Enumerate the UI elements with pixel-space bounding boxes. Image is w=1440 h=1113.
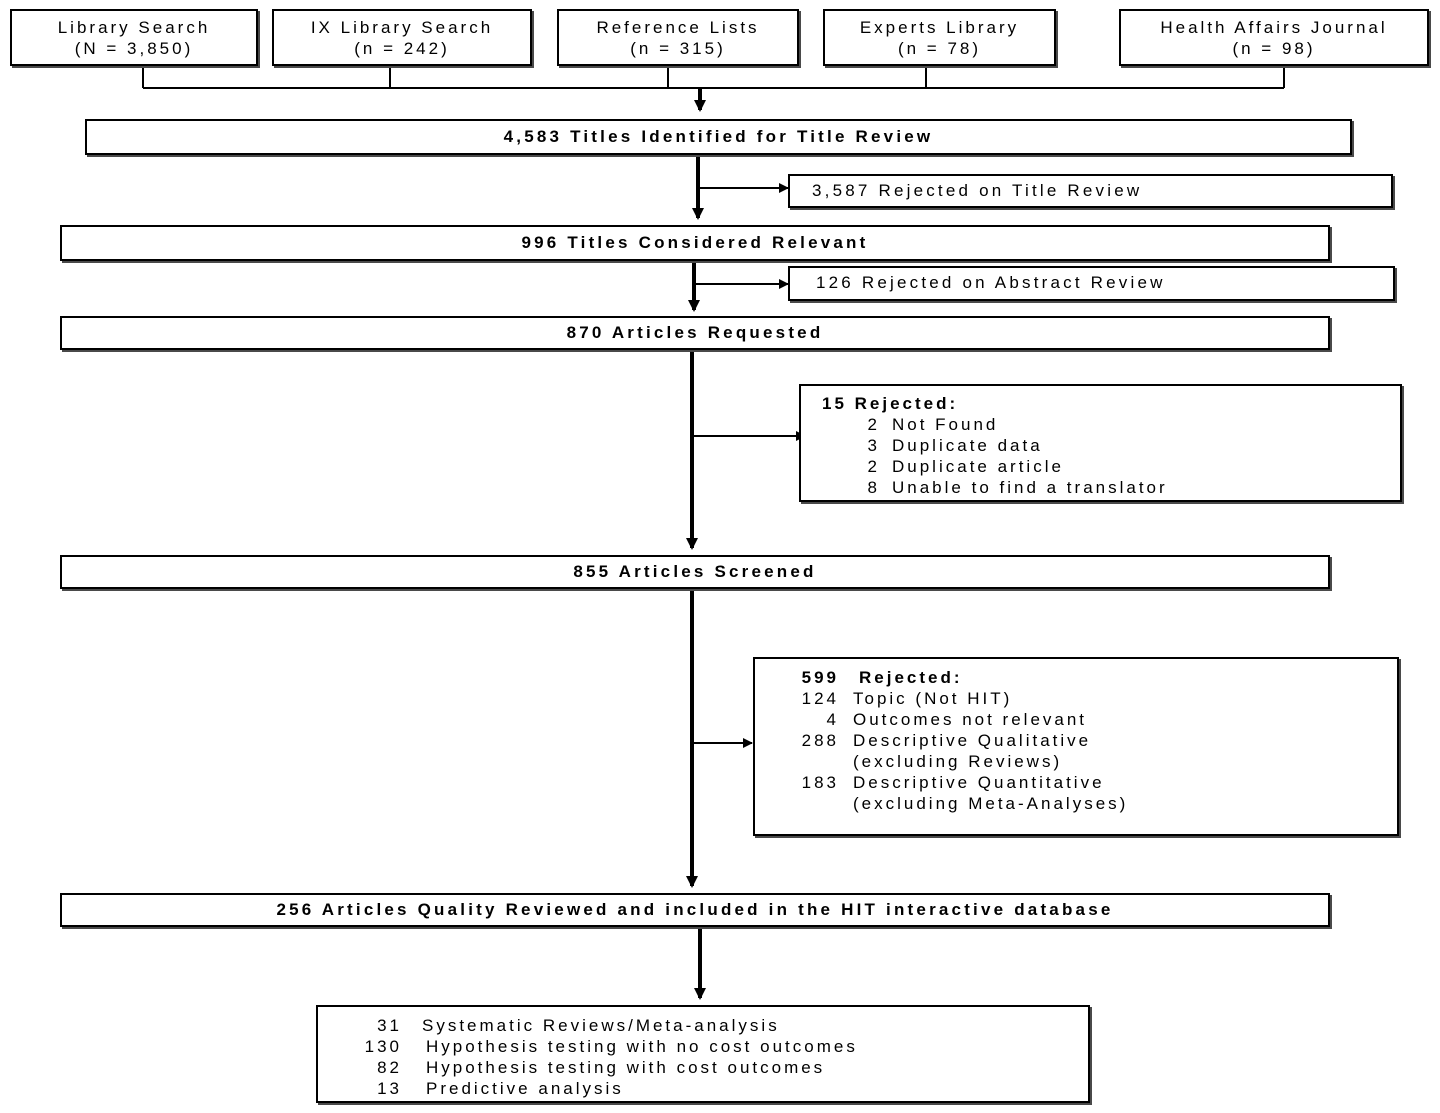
source-name: Health Affairs Journal — [1160, 18, 1388, 37]
step-relevant: 996 Titles Considered Relevant — [60, 225, 1330, 261]
reject-reason: Not Found — [892, 415, 999, 434]
source-count: (n = 78) — [897, 39, 982, 58]
rejected-screened-heading: 599 Rejected: — [755, 667, 1397, 688]
list-item: 31 Systematic Reviews/Meta-analysis — [318, 1015, 1088, 1036]
list-item: 82 Hypothesis testing with cost outcomes — [318, 1057, 1088, 1078]
reject-reason: Topic (Not HIT) — [853, 689, 1013, 708]
category-count: 31 — [377, 1016, 402, 1035]
reject-reason: Unable to find a translator — [892, 478, 1168, 497]
rejected-title-review: 3,587 Rejected on Title Review — [788, 174, 1393, 208]
reject-detail: (excluding Meta-Analyses) — [853, 794, 1129, 813]
source-reference-lists: Reference Lists (n = 315) — [557, 9, 799, 66]
step-screened: 855 Articles Screened — [60, 555, 1330, 589]
source-count: (n = 315) — [630, 39, 726, 58]
category-count: 13 — [377, 1079, 402, 1098]
list-item: 8 Unable to find a translator — [822, 477, 1400, 498]
list-item: 288 Descriptive Qualitative — [755, 730, 1397, 751]
source-count: (N = 3,850) — [74, 39, 194, 58]
reject-reason: Duplicate article — [892, 457, 1064, 476]
source-name: Experts Library — [859, 18, 1020, 37]
list-item: 4 Outcomes not relevant — [755, 709, 1397, 730]
reject-count: 288 — [801, 731, 839, 750]
reject-heading-label: Rejected: — [859, 668, 963, 687]
reject-reason: Descriptive Qualitative — [853, 731, 1092, 750]
step-included: 256 Articles Quality Reviewed and includ… — [60, 893, 1330, 927]
rejected-abstract-review: 126 Rejected on Abstract Review — [788, 266, 1395, 301]
list-item: 124 Topic (Not HIT) — [755, 688, 1397, 709]
reject-reason: Duplicate data — [892, 436, 1043, 455]
rejected-screened-box: 599 Rejected: 124 Topic (Not HIT) 4 Outcome… — [753, 657, 1399, 836]
reject-count: 8 — [867, 478, 880, 497]
category-label: Predictive analysis — [426, 1079, 624, 1098]
source-count: (n = 98) — [1232, 39, 1316, 58]
source-ix-library-search: IX Library Search (n = 242) — [272, 9, 532, 66]
category-count: 82 — [377, 1058, 402, 1077]
list-item: 13 Predictive analysis — [318, 1078, 1088, 1099]
reject-count: 183 — [801, 773, 839, 792]
list-item: 130 Hypothesis testing with no cost outco… — [318, 1036, 1088, 1057]
reject-count: 124 — [801, 689, 839, 708]
list-item-detail: (excluding Meta-Analyses) — [755, 793, 1397, 814]
list-item: 183 Descriptive Quantitative — [755, 772, 1397, 793]
reject-count: 2 — [867, 415, 880, 434]
reject-count: 4 — [826, 710, 839, 729]
reject-total-count: 599 — [801, 668, 839, 687]
source-library-search: Library Search (N = 3,850) — [10, 9, 258, 66]
source-experts-library: Experts Library (n = 78) — [823, 9, 1056, 66]
reject-reason: Descriptive Quantitative — [853, 773, 1105, 792]
source-name: Reference Lists — [596, 18, 760, 37]
rejected-requested-heading: 15 Rejected: — [822, 394, 959, 413]
list-item: 2 Not Found — [822, 414, 1400, 435]
reject-count: 3 — [867, 436, 880, 455]
list-item-detail: (excluding Reviews) — [755, 751, 1397, 772]
list-item: 3 Duplicate data — [822, 435, 1400, 456]
category-label: Hypothesis testing with cost outcomes — [426, 1058, 826, 1077]
category-count: 130 — [364, 1037, 402, 1056]
reject-detail: (excluding Reviews) — [853, 752, 1063, 771]
source-name: IX Library Search — [310, 18, 494, 37]
list-item: 2 Duplicate article — [822, 456, 1400, 477]
category-label: Hypothesis testing with no cost outcomes — [426, 1037, 858, 1056]
step-identified: 4,583 Titles Identified for Title Review — [85, 119, 1352, 155]
reject-count: 2 — [867, 457, 880, 476]
category-label: Systematic Reviews/Meta-analysis — [422, 1016, 780, 1035]
source-name: Library Search — [57, 18, 211, 37]
source-count: (n = 242) — [354, 39, 450, 58]
step-requested: 870 Articles Requested — [60, 316, 1330, 350]
reject-reason: Outcomes not relevant — [853, 710, 1088, 729]
source-health-affairs-journal: Health Affairs Journal (n = 98) — [1119, 9, 1429, 66]
